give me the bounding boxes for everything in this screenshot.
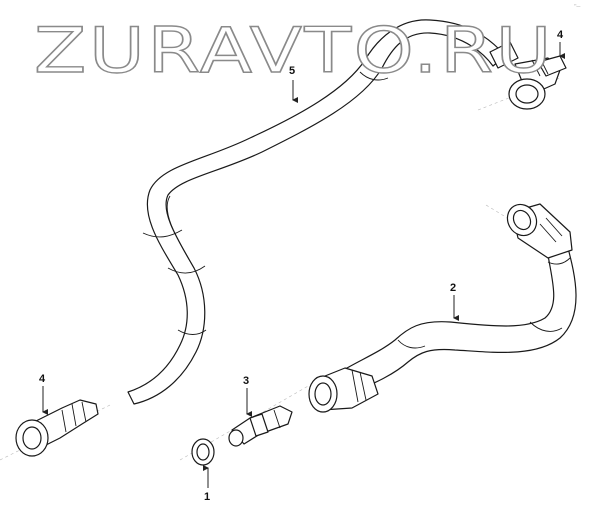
coupler-hose-2 (308, 367, 379, 413)
callout-1: 1 (204, 491, 210, 503)
connector-right-elbow (506, 203, 573, 259)
hose-2 (339, 247, 577, 393)
connector-4-top (489, 41, 567, 110)
corner-mark: °'— (574, 3, 580, 8)
watermark: ZURAVTO.RU (34, 14, 554, 87)
callout-3: 3 (243, 375, 249, 387)
fitting-3 (228, 405, 293, 447)
washer-1 (191, 438, 215, 466)
callout-4-top: 4 (557, 29, 564, 41)
callout-5: 5 (289, 65, 295, 77)
callout-4-left: 4 (39, 373, 46, 385)
connector-4-left (15, 399, 99, 457)
callout-2: 2 (450, 282, 456, 294)
